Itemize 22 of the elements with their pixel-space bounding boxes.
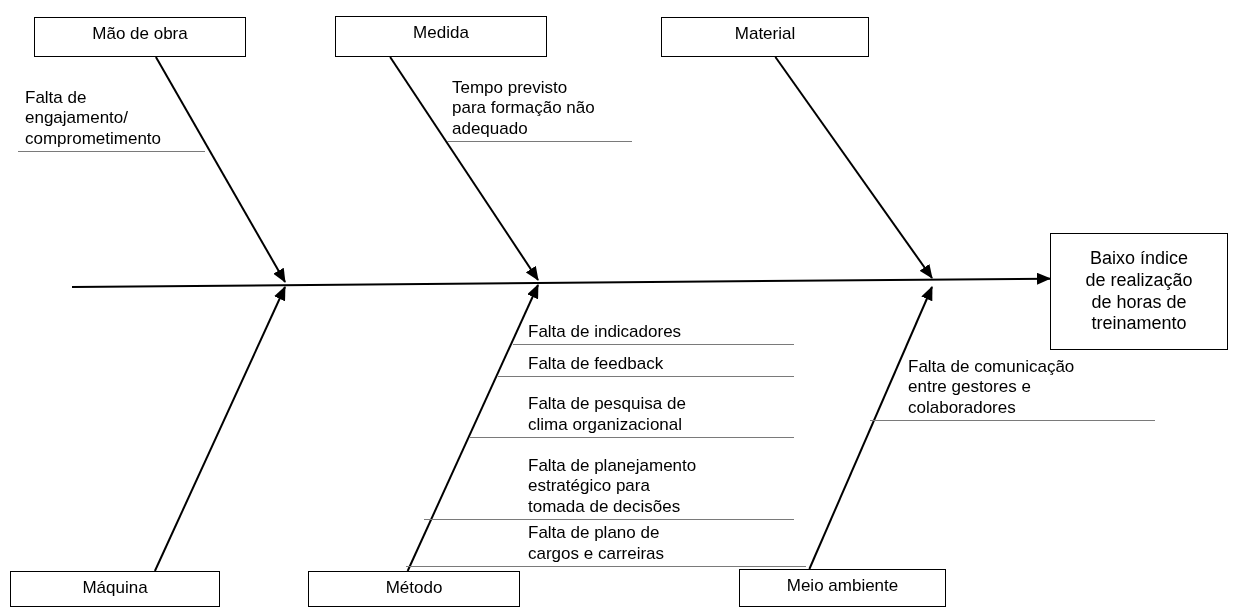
category-box: Método [308,571,520,607]
arrow [154,56,286,283]
arrow [389,56,539,281]
arrow [406,284,539,572]
cause-text: Falta de comunicação entre gestores e colaboradores [870,356,1155,421]
cause-text: Falta de planejamento estratégico para tomada de decisões [424,455,794,520]
cause-text: Tempo previsto para formação não adequado [447,77,632,142]
cause-text: Falta de engajamento/ comprometimento [18,87,205,152]
arrow [774,56,933,279]
category-box: Material [661,17,869,57]
category-box: Meio ambiente [739,569,946,607]
cause-text: Falta de plano de cargos e carreiras [406,523,806,567]
category-box: Medida [335,16,547,57]
category-box: Mão de obra [34,17,246,57]
cause-text: Falta de pesquisa de clima organizacional [470,394,794,438]
arrow [71,272,1051,288]
arrow [808,286,933,570]
effect-box: Baixo índice de realização de horas de treinamento [1050,233,1228,350]
cause-text: Falta de indicadores [513,321,794,345]
category-box: Máquina [10,571,220,607]
arrow [153,286,286,572]
cause-text: Falta de feedback [498,353,794,377]
